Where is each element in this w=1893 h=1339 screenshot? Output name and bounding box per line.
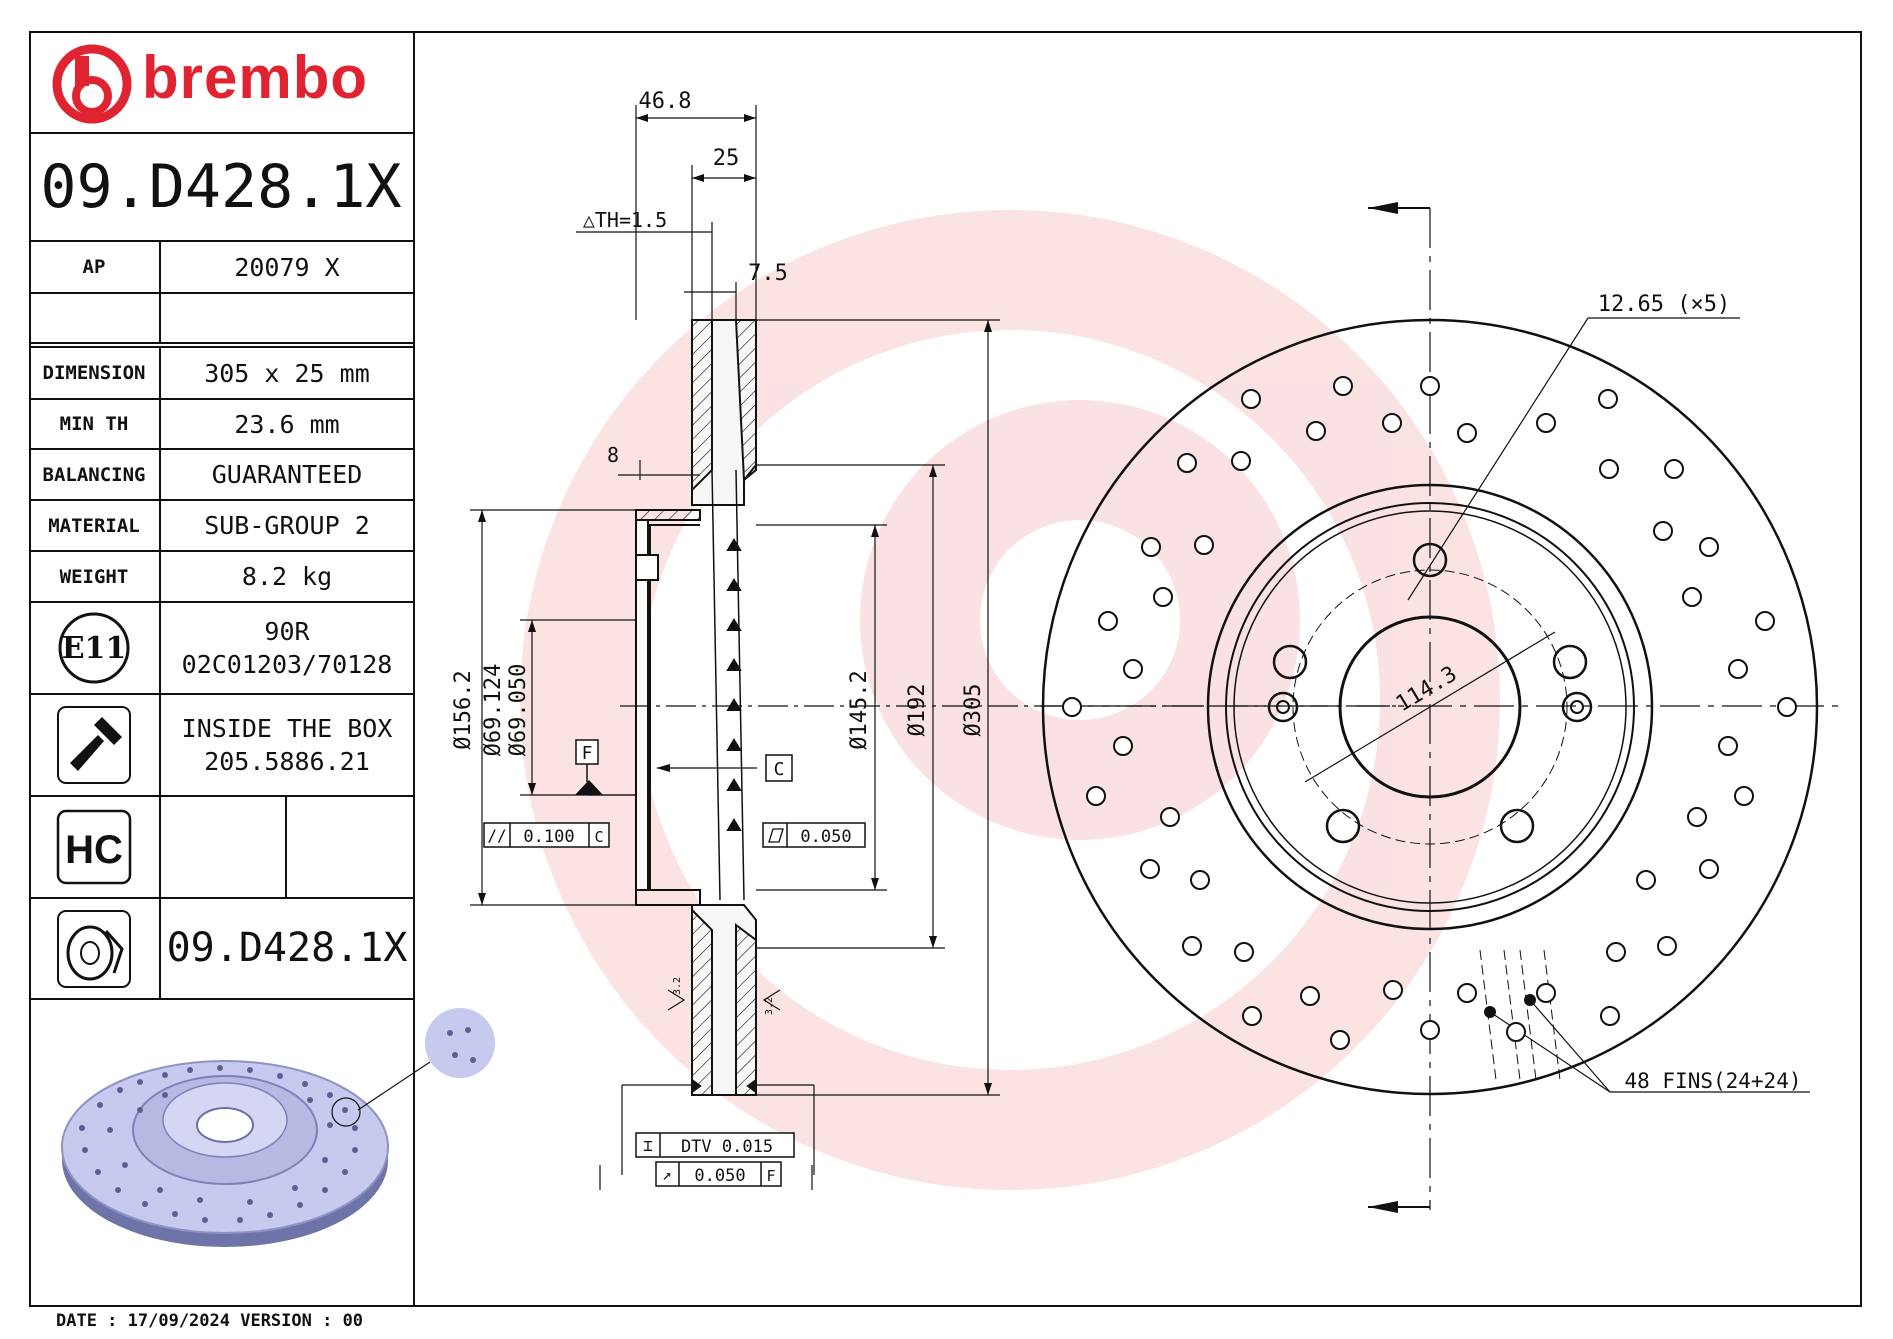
spec-label: [29, 294, 161, 342]
homologation-row: E11 90R 02C01203/70128: [29, 603, 413, 695]
hc-divider: [285, 797, 287, 897]
runout-frame: ↗ 0.050 F: [655, 1161, 782, 1187]
screw-icon: [57, 706, 131, 784]
section-view: [635, 319, 757, 1096]
spec-label: DIMENSION: [29, 348, 161, 398]
spec-panel: brembo 09.D428.1X AP 20079 X DIMENSION 3…: [29, 31, 415, 1307]
section-dimension-lines: [470, 105, 1400, 1190]
svg-text:⌶: ⌶: [643, 1136, 653, 1155]
dim-hat-offset: 8: [607, 443, 619, 467]
date-version-footer: DATE : 17/09/2024 VERSION : 00: [56, 1311, 364, 1331]
rotor-3d-holes: [79, 1027, 476, 1223]
dim-th-tolerance: △TH=1.5: [583, 208, 667, 232]
brembo-logo-icon: [52, 44, 132, 124]
datum-c: C: [765, 754, 793, 782]
spec-row: MATERIAL SUB-GROUP 2: [29, 501, 413, 552]
svg-text:0.050: 0.050: [800, 827, 851, 847]
svg-text:0.050: 0.050: [694, 1166, 745, 1186]
brembo-watermark: [520, 210, 1500, 1190]
brand-header: brembo: [29, 31, 413, 134]
spec-row: DIMENSION 305 x 25 mm: [29, 348, 413, 400]
dtv-frame: ⌶ DTV 0.015: [635, 1132, 795, 1158]
rotor-icon: [57, 909, 131, 988]
face-view: [1040, 202, 1845, 1213]
bottom-part-row: 09.D428.1X: [29, 899, 413, 1000]
homologation-number: 02C01203/70128: [181, 650, 393, 679]
svg-text:F: F: [766, 1167, 775, 1185]
parallelism-frame: // 0.100 C: [483, 822, 610, 848]
dim-d305: Ø305: [961, 684, 986, 737]
homologation-code: 90R: [264, 617, 310, 646]
hc-badge-icon: HC: [56, 809, 132, 885]
svg-text://: //: [487, 826, 506, 845]
spec-value: SUB-GROUP 2: [204, 511, 370, 540]
face-view-marks: [1484, 994, 1536, 1018]
dim-pad-width: 7.5: [748, 261, 788, 286]
svg-text:E11: E11: [62, 631, 127, 666]
spec-value: [161, 294, 413, 342]
dim-d1452: Ø145.2: [847, 670, 872, 749]
bottom-part-number: 09.D428.1X: [166, 925, 408, 971]
spec-value: 305 x 25 mm: [204, 358, 370, 388]
inside-box-row: INSIDE THE BOX 205.5886.21: [29, 695, 413, 797]
svg-text:DTV 0.015: DTV 0.015: [681, 1137, 773, 1157]
spec-label: AP: [29, 242, 161, 292]
inside-box-code: 205.5886.21: [204, 747, 370, 776]
dim-d192: Ø192: [905, 684, 930, 737]
spec-label: WEIGHT: [29, 552, 161, 601]
svg-text:HC: HC: [65, 828, 123, 872]
spec-row: AP 20079 X: [29, 242, 413, 294]
spec-value: 8.2 kg: [241, 562, 333, 591]
spec-row: WEIGHT 8.2 kg: [29, 552, 413, 603]
spec-row: [29, 294, 413, 344]
dimension-arrows: [478, 114, 992, 1095]
spec-label: MATERIAL: [29, 501, 161, 550]
spec-label: MIN TH: [29, 400, 161, 448]
fins-label: 48 FINS(24+24): [1624, 1069, 1801, 1093]
drilled-holes: [1062, 376, 1797, 1050]
svg-text:F: F: [582, 743, 593, 764]
dim-overall-width: 46.8: [639, 89, 692, 114]
spec-value: GUARANTEED: [211, 460, 363, 489]
inside-box-label: INSIDE THE BOX: [181, 714, 393, 743]
roughness-marks: 3.2 3.2: [667, 977, 781, 1015]
spec-row: BALANCING GUARANTEED: [29, 450, 413, 501]
svg-text:0.100: 0.100: [523, 827, 574, 847]
hc-row: HC: [29, 797, 413, 899]
dim-d69050: Ø69.050: [506, 664, 531, 757]
svg-text:3.2: 3.2: [764, 997, 775, 1015]
svg-text:C: C: [594, 828, 603, 846]
hole-diameter-label: 12.65 (×5): [1598, 292, 1730, 317]
dim-thickness: 25: [713, 146, 740, 171]
spec-label: BALANCING: [29, 450, 161, 499]
spec-divider: [29, 344, 413, 348]
dim-d156: Ø156.2: [451, 670, 476, 749]
spec-value: 20079 X: [234, 252, 340, 282]
part-number-title: 09.D428.1X: [29, 134, 413, 242]
drawing-frame: [29, 31, 1862, 1307]
svg-text:↗: ↗: [662, 1165, 672, 1184]
e11-badge-icon: E11: [58, 612, 130, 684]
brand-name: brembo: [142, 44, 369, 111]
spec-row: MIN TH 23.6 mm: [29, 400, 413, 450]
dim-d69124: Ø69.124: [481, 664, 506, 757]
flatness-frame: 0.050: [762, 822, 866, 848]
datum-f: F: [575, 739, 599, 782]
svg-text:C: C: [774, 759, 785, 780]
spec-value: 23.6 mm: [234, 409, 340, 439]
svg-text:3.2: 3.2: [672, 977, 683, 995]
